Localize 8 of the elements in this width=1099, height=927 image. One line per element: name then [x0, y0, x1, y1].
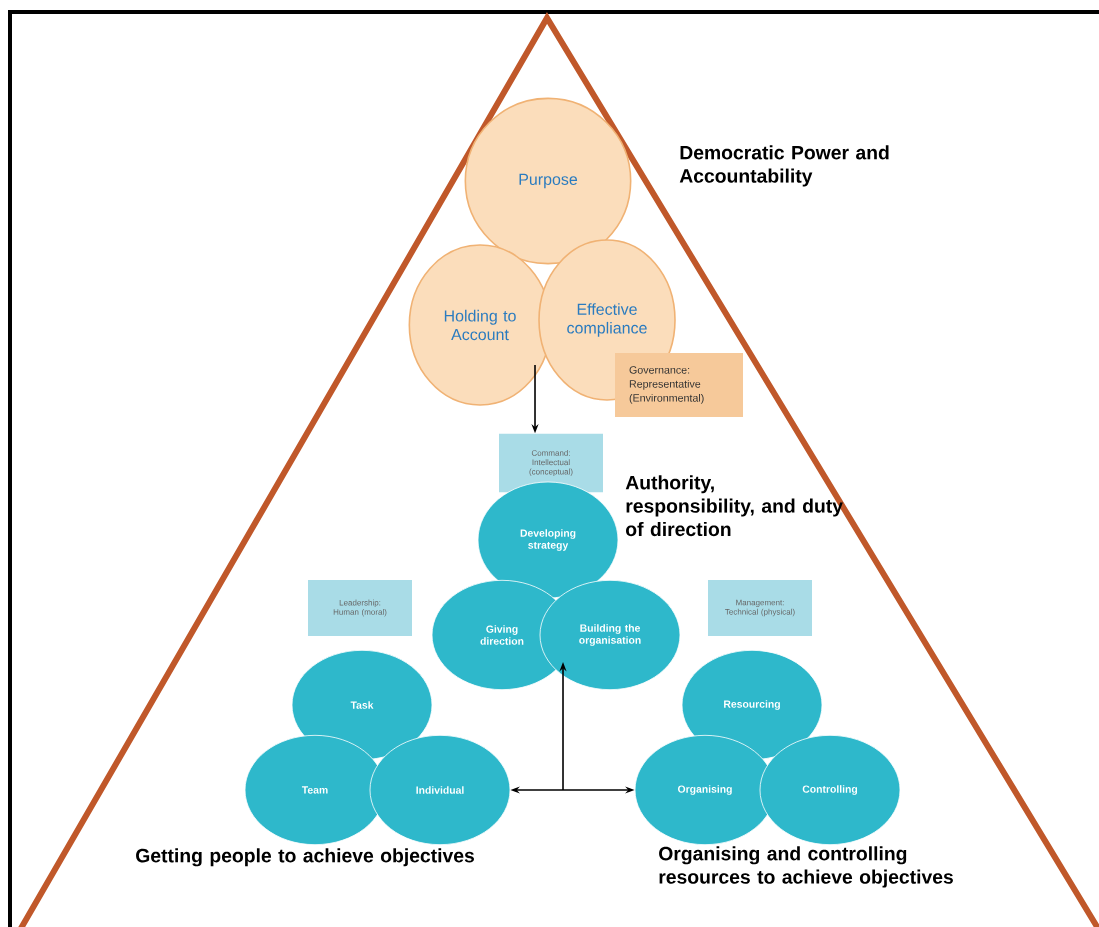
heading-text: Democratic Power and Accountability — [679, 145, 889, 187]
label-box: Command: Intellectual (conceptual) — [499, 433, 603, 493]
heading-text: Organising and controlling resources to achieve objectives — [659, 846, 953, 888]
heading-text: Authority, responsibility, and duty of direction — [625, 475, 843, 537]
label-box: Governance: Representative (Environmental) — [615, 353, 743, 417]
heading-text: Getting people to achieve objectives — [136, 848, 474, 867]
label-box: Leadership: Human (moral) — [308, 580, 412, 636]
label-box: Management: Technical (physical) — [708, 580, 812, 636]
